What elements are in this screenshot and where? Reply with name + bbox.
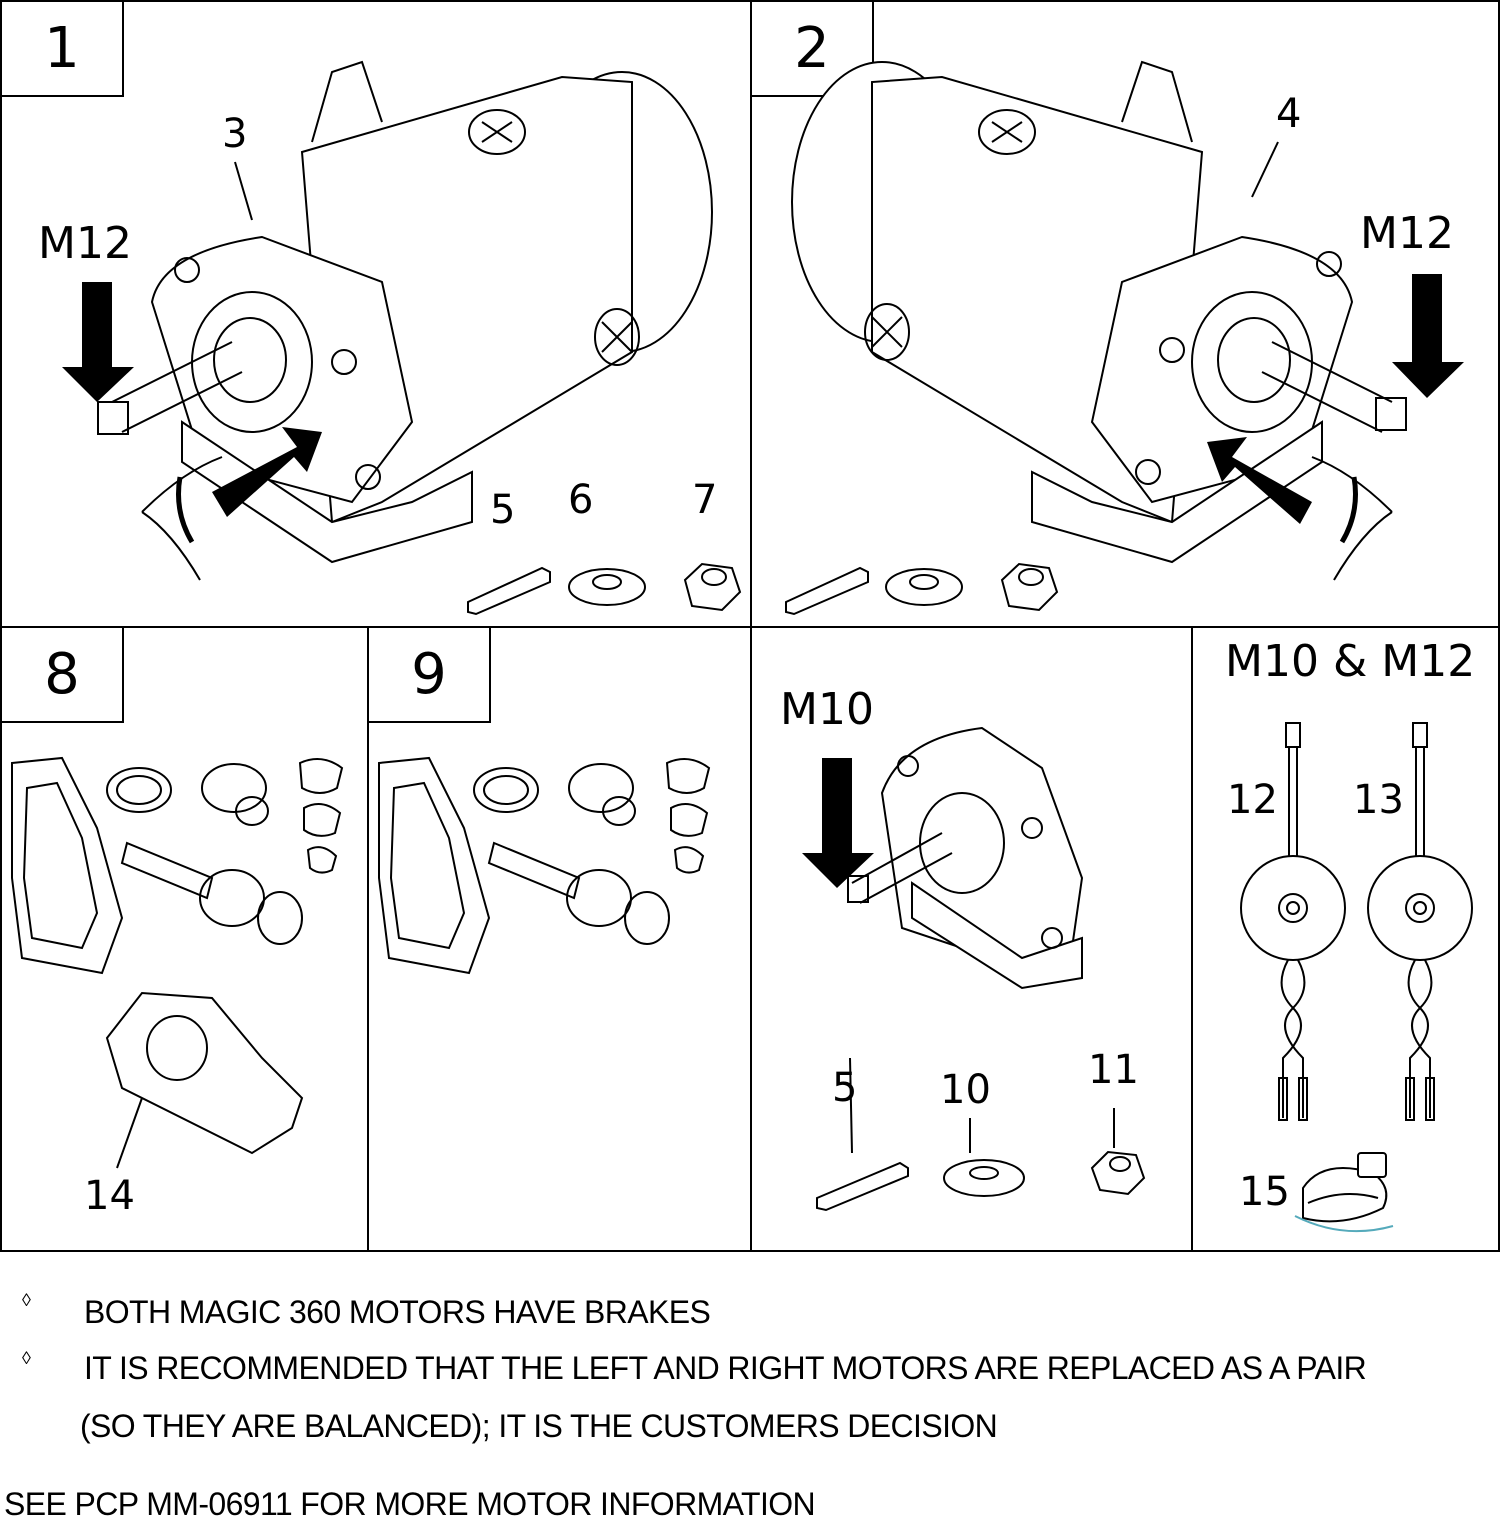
callout-10: 10 — [940, 1067, 991, 1113]
panel-number: 1 — [2, 2, 124, 97]
panel-m10: M10 5 10 11 — [750, 626, 1193, 1252]
note-line-2: IT IS RECOMMENDED THAT THE LEFT AND RIGH… — [84, 1350, 1367, 1386]
callout-7: 7 — [692, 477, 718, 523]
gear-kit-illustration — [378, 756, 711, 975]
bullet-icon: ◊ — [22, 1290, 31, 1310]
callout-3: 3 — [222, 111, 248, 157]
panel-title: M10 & M12 — [1225, 636, 1476, 687]
panel-number: 8 — [2, 628, 124, 723]
callout-4: 4 — [1276, 91, 1302, 137]
callout-5: 5 — [490, 487, 516, 533]
callout-14: 14 — [84, 1173, 135, 1219]
brake-illustration — [1240, 722, 1473, 1233]
panel-8: 8 14 — [0, 626, 369, 1252]
callout-15: 15 — [1239, 1169, 1290, 1215]
panel-2: 2 M12 4 — [750, 0, 1500, 628]
m10-motor-illustration — [802, 726, 1146, 1212]
callout-5: 5 — [832, 1065, 858, 1111]
callout-11: 11 — [1088, 1047, 1139, 1093]
panel-brakes: M10 & M12 12 13 15 — [1191, 626, 1500, 1252]
size-label: M10 — [780, 684, 874, 735]
panel-number: 9 — [369, 628, 491, 723]
panel-number: 2 — [752, 2, 874, 97]
callout-12: 12 — [1227, 777, 1278, 823]
footer-reference: SEE PCP MM-06911 FOR MORE MOTOR INFORMAT… — [4, 1486, 816, 1522]
bullet-icon: ◊ — [22, 1348, 31, 1368]
callout-6: 6 — [568, 477, 594, 523]
motor-illustration-right — [785, 60, 1464, 616]
panel-1: 1 M12 3 5 6 7 — [0, 0, 752, 628]
gear-kit-illustration — [11, 756, 344, 1169]
size-label: M12 — [38, 218, 132, 269]
panel-9: 9 — [367, 626, 752, 1252]
callout-13: 13 — [1353, 777, 1404, 823]
motor-illustration-left — [62, 60, 742, 616]
note-line-3: (SO THEY ARE BALANCED); IT IS THE CUSTOM… — [80, 1408, 998, 1444]
note-line-1: BOTH MAGIC 360 MOTORS HAVE BRAKES — [84, 1294, 711, 1330]
size-label: M12 — [1360, 208, 1454, 259]
